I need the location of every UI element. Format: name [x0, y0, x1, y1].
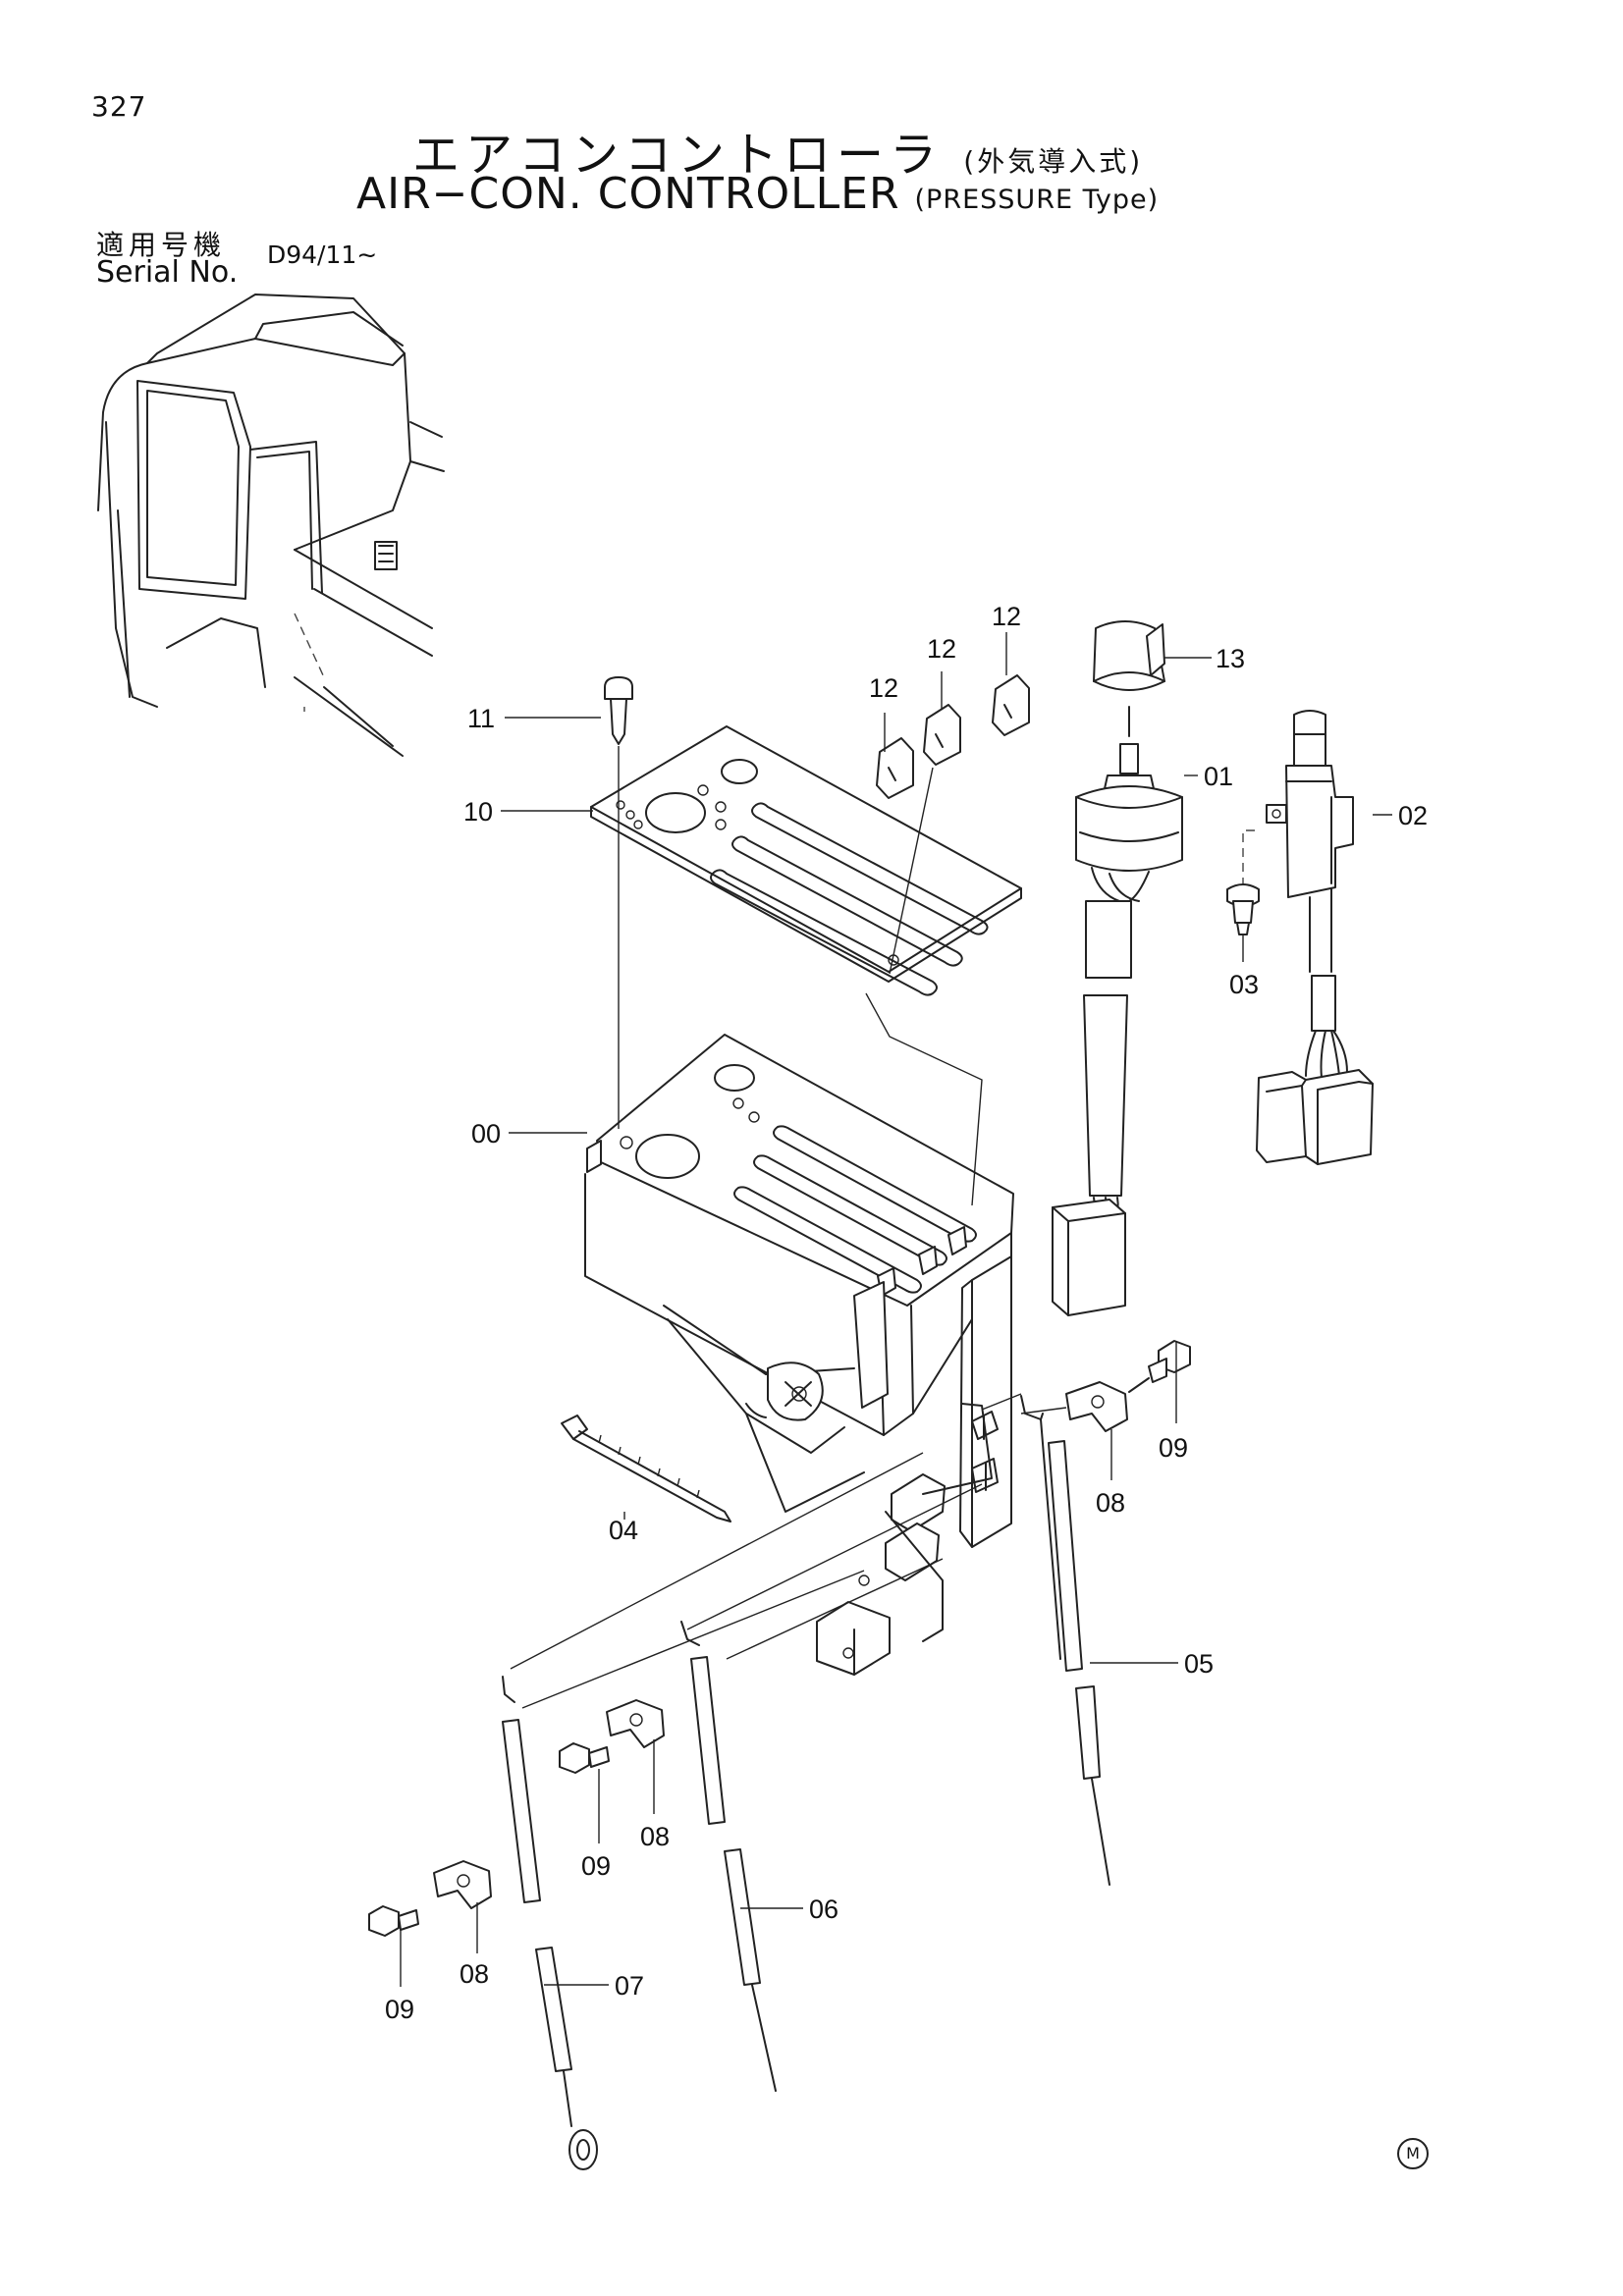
- callout-09-lower-left: 09: [385, 1995, 414, 2024]
- part-08-clip-upper-right: [1065, 1381, 1128, 1432]
- part-12-slider-knobs: [876, 674, 1030, 799]
- title-japanese: エアコンコントローラ (外気導入式): [412, 116, 1143, 185]
- callout-08-lower-left: 08: [460, 1959, 489, 1989]
- callout-numbers: 11 10 00 12 12 12 13 01 02 03 09 08 04 0…: [385, 602, 1428, 2024]
- part-06-cable: [680, 1621, 777, 2092]
- callout-09-upper-right: 09: [1159, 1433, 1188, 1463]
- callout-08-middle: 08: [640, 1822, 670, 1851]
- callout-12-right: 12: [992, 602, 1021, 631]
- serial-value: D94/11∼: [267, 240, 378, 269]
- title-english-main: AIR−CON. CONTROLLER: [356, 169, 900, 219]
- part-13-rotary-knob: [1093, 620, 1165, 737]
- cab-location-thumbnail: [97, 294, 445, 757]
- title-english: AIR−CON. CONTROLLER (PRESSURE Type): [356, 169, 1159, 219]
- copyright-mark: M: [1397, 2138, 1429, 2169]
- part-09-screw-upper-right: [1128, 1340, 1191, 1393]
- part-07-cable: [502, 1676, 598, 2170]
- part-00-bracket: [584, 1034, 1014, 1676]
- callout-05: 05: [1184, 1649, 1214, 1679]
- callout-08-upper-right: 08: [1096, 1488, 1125, 1518]
- title-japanese-sub: (外気導入式): [963, 145, 1144, 178]
- part-08-clip-middle: [606, 1699, 665, 1748]
- callout-10: 10: [463, 797, 493, 827]
- callout-06: 06: [809, 1895, 839, 1924]
- title-japanese-main: エアコンコントローラ: [412, 128, 944, 183]
- part-09-screw-middle: [559, 1742, 610, 1774]
- callout-leaders: [400, 632, 1392, 1987]
- serial-label-english: Serial No.: [96, 255, 239, 290]
- part-11-pin: [604, 676, 633, 745]
- part-05-cable: [1020, 1395, 1110, 1886]
- callout-12-left: 12: [869, 673, 898, 703]
- leader-lines: [510, 746, 1067, 1709]
- title-english-sub: (PRESSURE Type): [914, 185, 1160, 215]
- callout-04: 04: [609, 1516, 638, 1545]
- part-02-pressure-switch: [1256, 710, 1374, 1165]
- callout-12-middle: 12: [927, 634, 956, 664]
- part-04-cable-tie: [561, 1415, 731, 1522]
- callout-02: 02: [1398, 801, 1428, 830]
- callout-03: 03: [1229, 970, 1259, 999]
- callout-00: 00: [471, 1119, 501, 1148]
- serial-label-japanese: 適用号機: [96, 229, 227, 261]
- callout-09-middle: 09: [581, 1851, 611, 1881]
- callout-07: 07: [615, 1971, 644, 2001]
- callout-11: 11: [467, 704, 495, 733]
- part-01-potentiometer: [1052, 743, 1183, 1316]
- page-number: 327: [91, 90, 147, 123]
- callout-13: 13: [1216, 644, 1245, 673]
- part-08-clip-lower-left: [433, 1860, 492, 1909]
- part-10-cover-plate: [590, 725, 1022, 996]
- part-09-screw-lower-left: [368, 1905, 419, 1937]
- callout-01: 01: [1204, 762, 1233, 791]
- part-03-screw: [1226, 829, 1260, 935]
